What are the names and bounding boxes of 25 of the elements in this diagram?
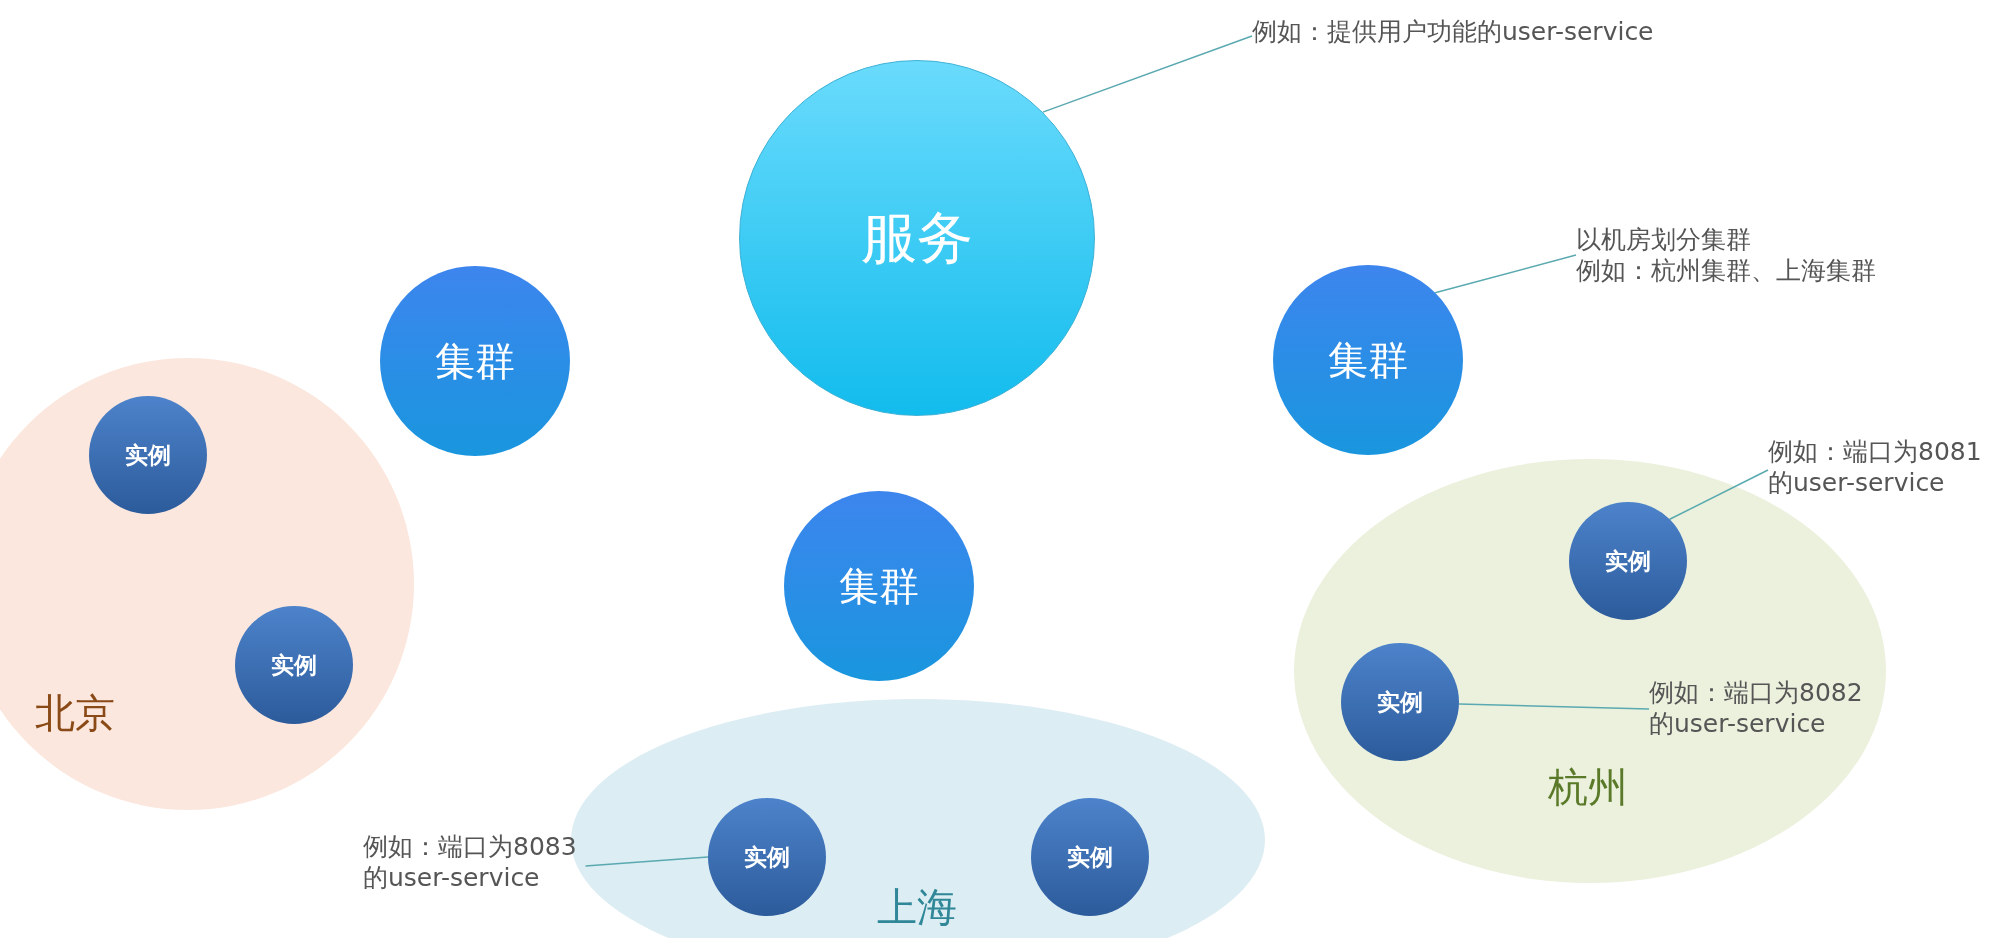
circle-label: 实例 (744, 845, 790, 869)
callout-text: 例如：端口为8083的user-service (363, 831, 578, 893)
leader-line (1434, 254, 1577, 294)
callout-text: 例如：提供用户功能的user-service (1252, 16, 1654, 47)
leader-line (1458, 703, 1650, 710)
leader-line (1668, 469, 1769, 521)
callout-text: 例如：端口为8082的user-service (1649, 677, 1864, 739)
circle-label: 集群 (435, 341, 515, 381)
region-label: 杭州 (1548, 764, 1628, 810)
region-area (0, 358, 414, 810)
circle-label: 服务 (861, 210, 973, 266)
circle-label: 集群 (839, 566, 919, 606)
leader-line (1042, 35, 1253, 113)
circle-label: 集群 (1328, 340, 1408, 380)
callout-text: 以机房划分集群 (1576, 224, 1752, 255)
callout-text: 例如：端口为8081的user-service (1768, 436, 1983, 498)
callout-text: 例如：杭州集群、上海集群 (1576, 255, 1876, 286)
circle-label: 实例 (1605, 549, 1651, 573)
leader-line (584, 856, 709, 867)
circle-label: 实例 (125, 443, 171, 467)
circle-label: 实例 (1377, 690, 1423, 714)
region-label: 上海 (877, 884, 957, 930)
circle-label: 实例 (1067, 845, 1113, 869)
region-label: 北京 (35, 690, 115, 736)
circle-label: 实例 (271, 653, 317, 677)
